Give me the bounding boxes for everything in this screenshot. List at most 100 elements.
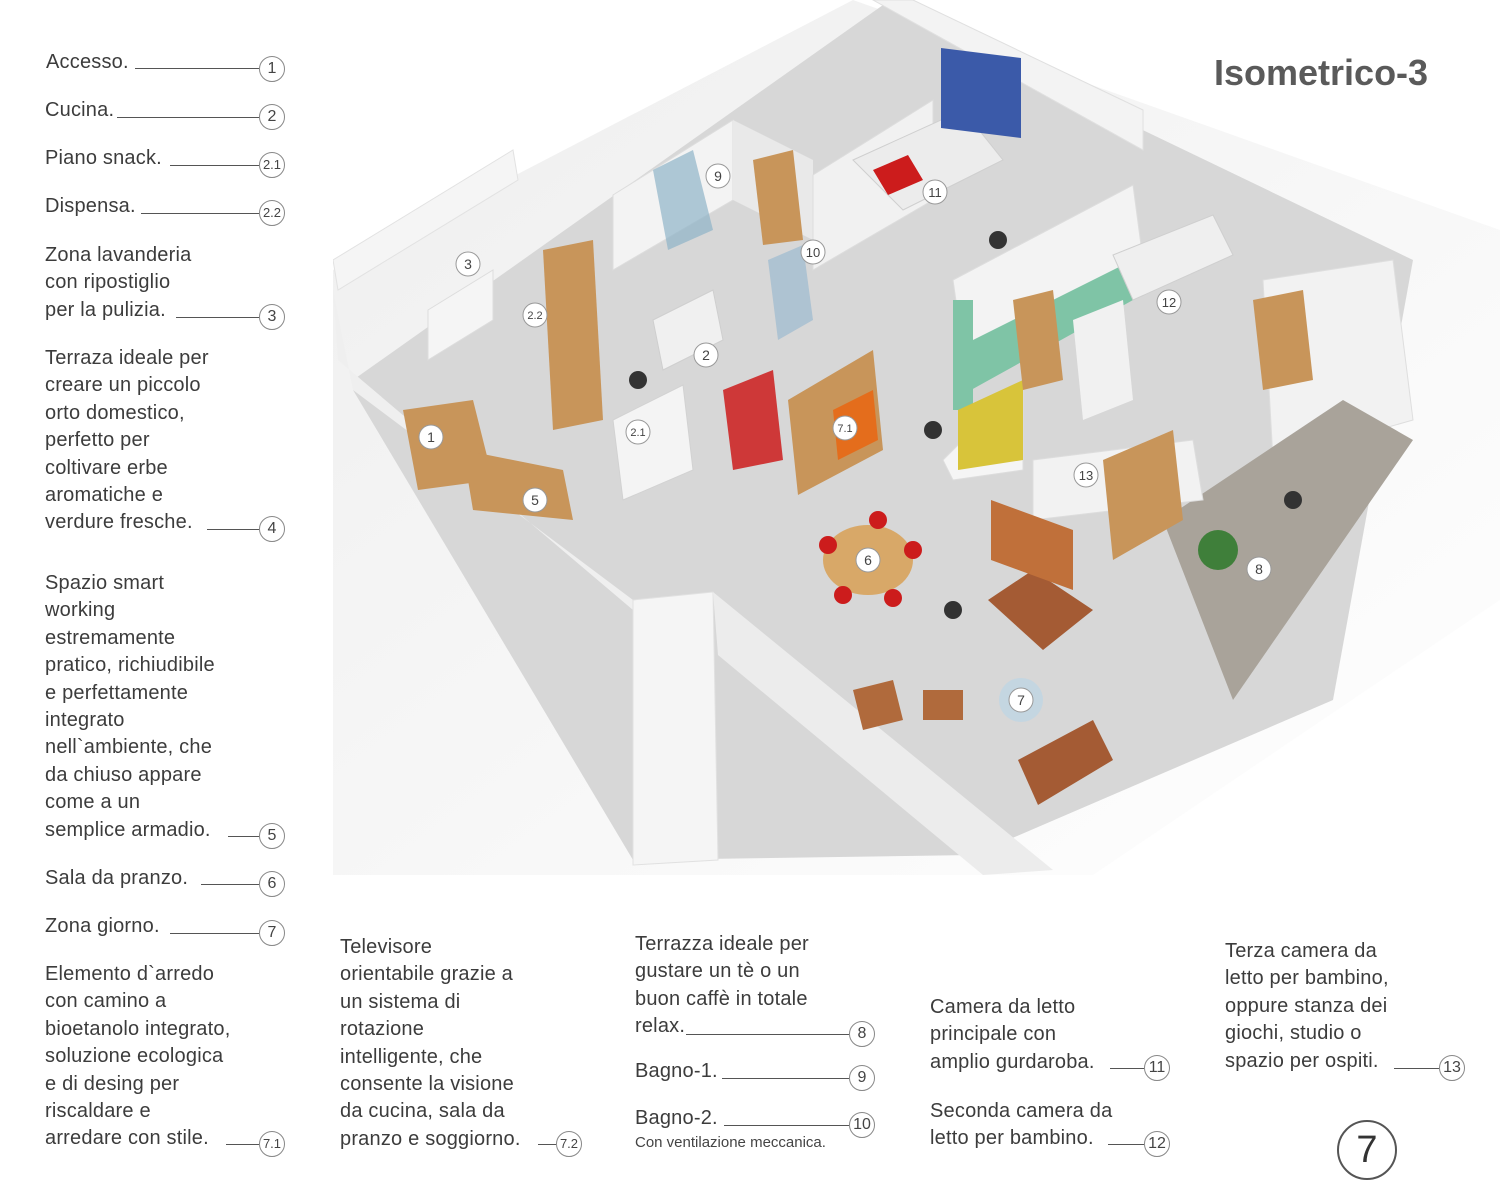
marker-1: 1 [418,424,444,450]
leader-line [176,317,259,318]
terrace-floor [1163,400,1413,700]
legend-text: Bagno-1. [635,1060,718,1082]
leader-line [1394,1068,1439,1069]
legend-badge: 1 [259,56,285,82]
marker-5: 5 [522,487,548,513]
legend-badge: 4 [259,516,285,542]
leader-line [135,68,259,69]
legend-text: Bagno-2. [635,1107,718,1129]
legend-text: Televisore orientabile grazie a un siste… [340,936,521,1150]
marker-label: 8 [1255,561,1263,577]
isometric-floor-plan: 1 2 2.1 2.2 3 5 6 7 7.1 8 9 10 11 12 13 [333,0,1500,875]
legend-item: Bagno-1. [635,1058,718,1085]
legend-badge: 9 [849,1065,875,1091]
leader-line [141,213,259,214]
page-title: Isometrico-3 [1214,52,1429,93]
marker-label: 10 [806,245,820,260]
leader-line [170,933,259,934]
legend-subnote: Con ventilazione meccanica. [635,1134,826,1151]
legend-text: Camera da letto principale con amplio gu… [930,996,1095,1073]
marker-label: 7 [1017,692,1025,708]
legend-badge: 11 [1144,1055,1170,1081]
marker-label: 6 [864,552,872,568]
marker-11: 11 [922,179,948,205]
legend-item: Elemento d`arredo con camino a bioetanol… [45,961,230,1153]
child-bed [1112,214,1234,301]
marker-label: 2.2 [527,310,542,322]
marker-label: 12 [1162,295,1176,310]
leader-line [117,117,259,118]
legend-text: Seconda camera da letto per bambino. [930,1100,1113,1150]
kitchen-counter [652,289,724,371]
legend-badge: 6 [259,871,285,897]
legend-badge: 10 [849,1112,875,1138]
legend-item: Sala da pranzo. [45,865,188,892]
marker-6: 6 [855,547,881,573]
legend-badge: 7.2 [556,1131,582,1157]
yellow-wall [958,380,1023,470]
leader-line [722,1078,849,1079]
leader-line [538,1144,556,1145]
marker-2-2: 2.2 [522,302,548,328]
marker-3: 3 [455,251,481,277]
leader-line [686,1034,849,1035]
marker-8: 8 [1246,556,1272,582]
leader-line [207,529,259,530]
leader-line [724,1125,849,1126]
marker-label: 2 [702,347,710,363]
legend-text: Zona giorno. [45,915,160,937]
leader-line [201,884,259,885]
legend-item: Terraza ideale per creare un piccolo ort… [45,345,209,537]
leader-line [228,836,259,837]
legend-text: Dispensa. [45,195,136,217]
legend-item: Bagno-2. [635,1105,718,1132]
marker-label: 11 [928,185,942,200]
legend-item: Seconda camera da letto per bambino. [930,1098,1112,1153]
marker-label: 5 [531,492,539,508]
legend-badge: 3 [259,304,285,330]
legend-text: Piano snack. [45,147,162,169]
leader-line [1110,1068,1144,1069]
legend-badge: 8 [849,1021,875,1047]
marker-12: 12 [1156,289,1182,315]
marker-label: 7.1 [837,423,852,435]
legend-badge: 5 [259,823,285,849]
page-number: 7 [1337,1120,1397,1180]
legend-item: Terza camera da letto per bambino, oppur… [1225,938,1389,1075]
marker-10: 10 [800,239,826,265]
legend-item: Terrazza ideale per gustare un tè o un b… [635,931,809,1041]
legend-text: Sala da pranzo. [45,867,189,889]
leader-line [170,165,259,166]
leader-line [1108,1144,1144,1145]
sofa-2 [1018,720,1113,805]
legend-item: Accesso. [46,49,129,76]
legend-badge: 2 [259,104,285,130]
wall-artwork [941,48,1021,138]
marker-9: 9 [705,163,731,189]
legend-text: Cucina. [45,99,115,121]
plant [1198,530,1238,570]
marker-7: 7 [999,678,1043,722]
legend-item: Televisore orientabile grazie a un siste… [340,934,521,1153]
legend-badge: 2.2 [259,200,285,226]
legend-text: Terrazza ideale per gustare un tè o un b… [635,933,809,1038]
marker-label: 1 [427,429,435,445]
legend-item: Zona giorno. [45,913,160,940]
legend-text: Spazio smart working estremamente pratic… [45,572,215,841]
marker-label: 13 [1079,468,1093,483]
marker-label: 2.1 [630,427,645,439]
legend-text: Accesso. [46,51,129,73]
legend-item: Spazio smart working estremamente pratic… [45,570,215,844]
legend-text: Zona lavanderia con ripostiglio per la p… [45,244,192,321]
tv-artwork [991,500,1073,590]
sofa [988,570,1093,650]
legend-item: Cucina. [45,97,114,124]
legend-item: Camera da letto principale con amplio gu… [930,994,1095,1076]
legend-text: Terza camera da letto per bambino, oppur… [1225,940,1389,1072]
marker-2: 2 [693,342,719,368]
marker-7-1: 7.1 [832,415,858,441]
marker-label: 9 [714,168,722,184]
legend-item: Dispensa. [45,193,136,220]
marker-13: 13 [1073,462,1099,488]
legend-item: Zona lavanderia con ripostiglio per la p… [45,242,191,324]
